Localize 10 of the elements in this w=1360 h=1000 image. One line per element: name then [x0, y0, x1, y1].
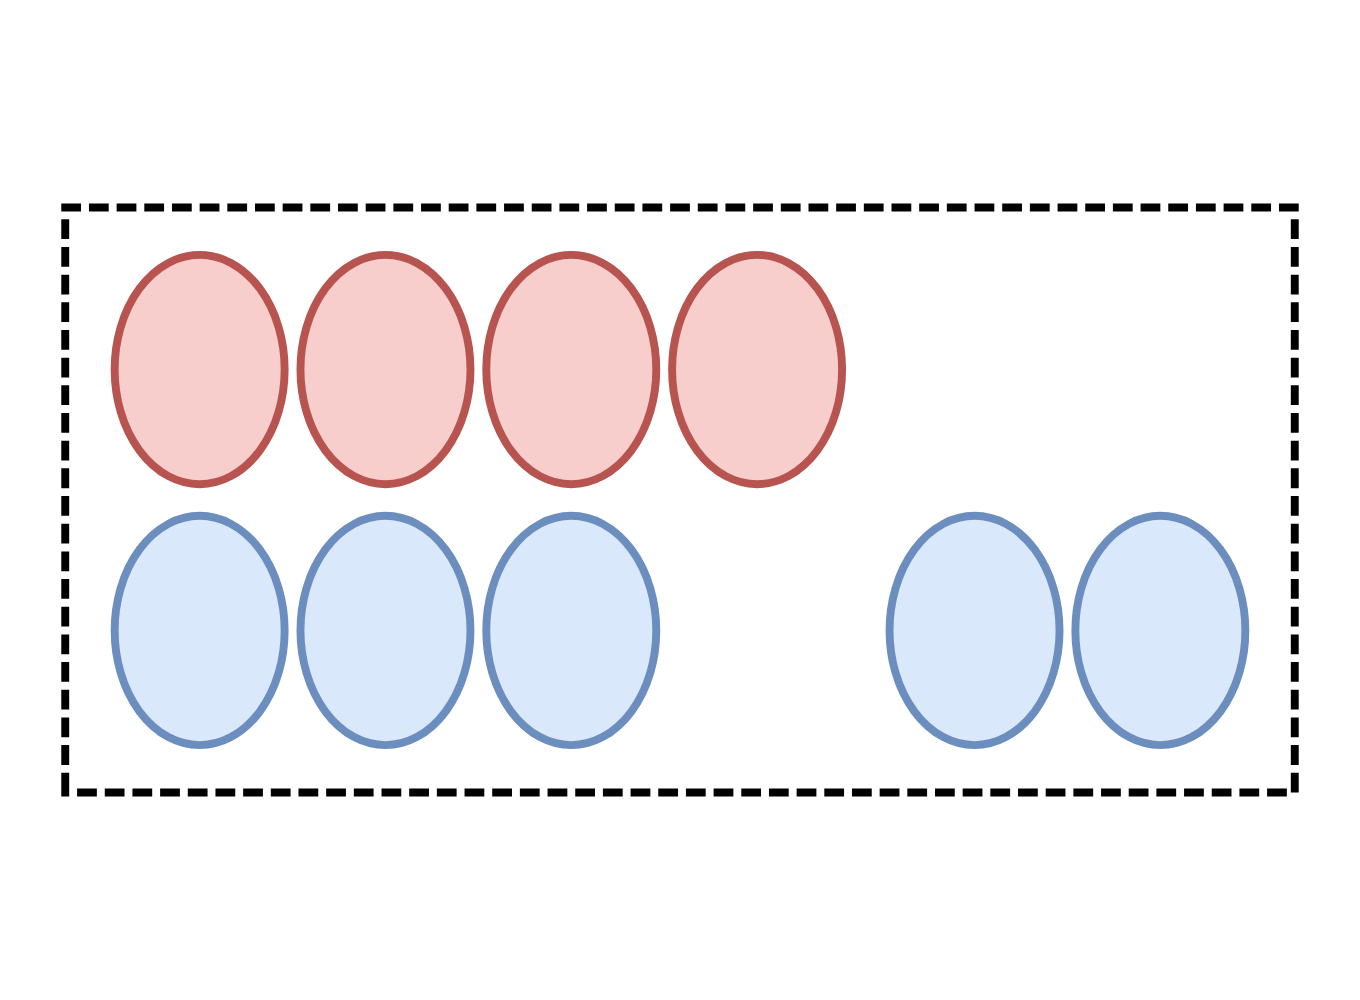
node-oval — [296, 250, 475, 489]
node-oval — [668, 250, 847, 489]
node-oval — [110, 511, 289, 750]
node-oval — [110, 250, 289, 489]
node-oval — [482, 511, 661, 750]
node-oval — [296, 511, 475, 750]
cluster — [61, 203, 1299, 797]
node-oval — [482, 250, 661, 489]
node-oval — [885, 511, 1064, 750]
node-oval — [1071, 511, 1250, 750]
